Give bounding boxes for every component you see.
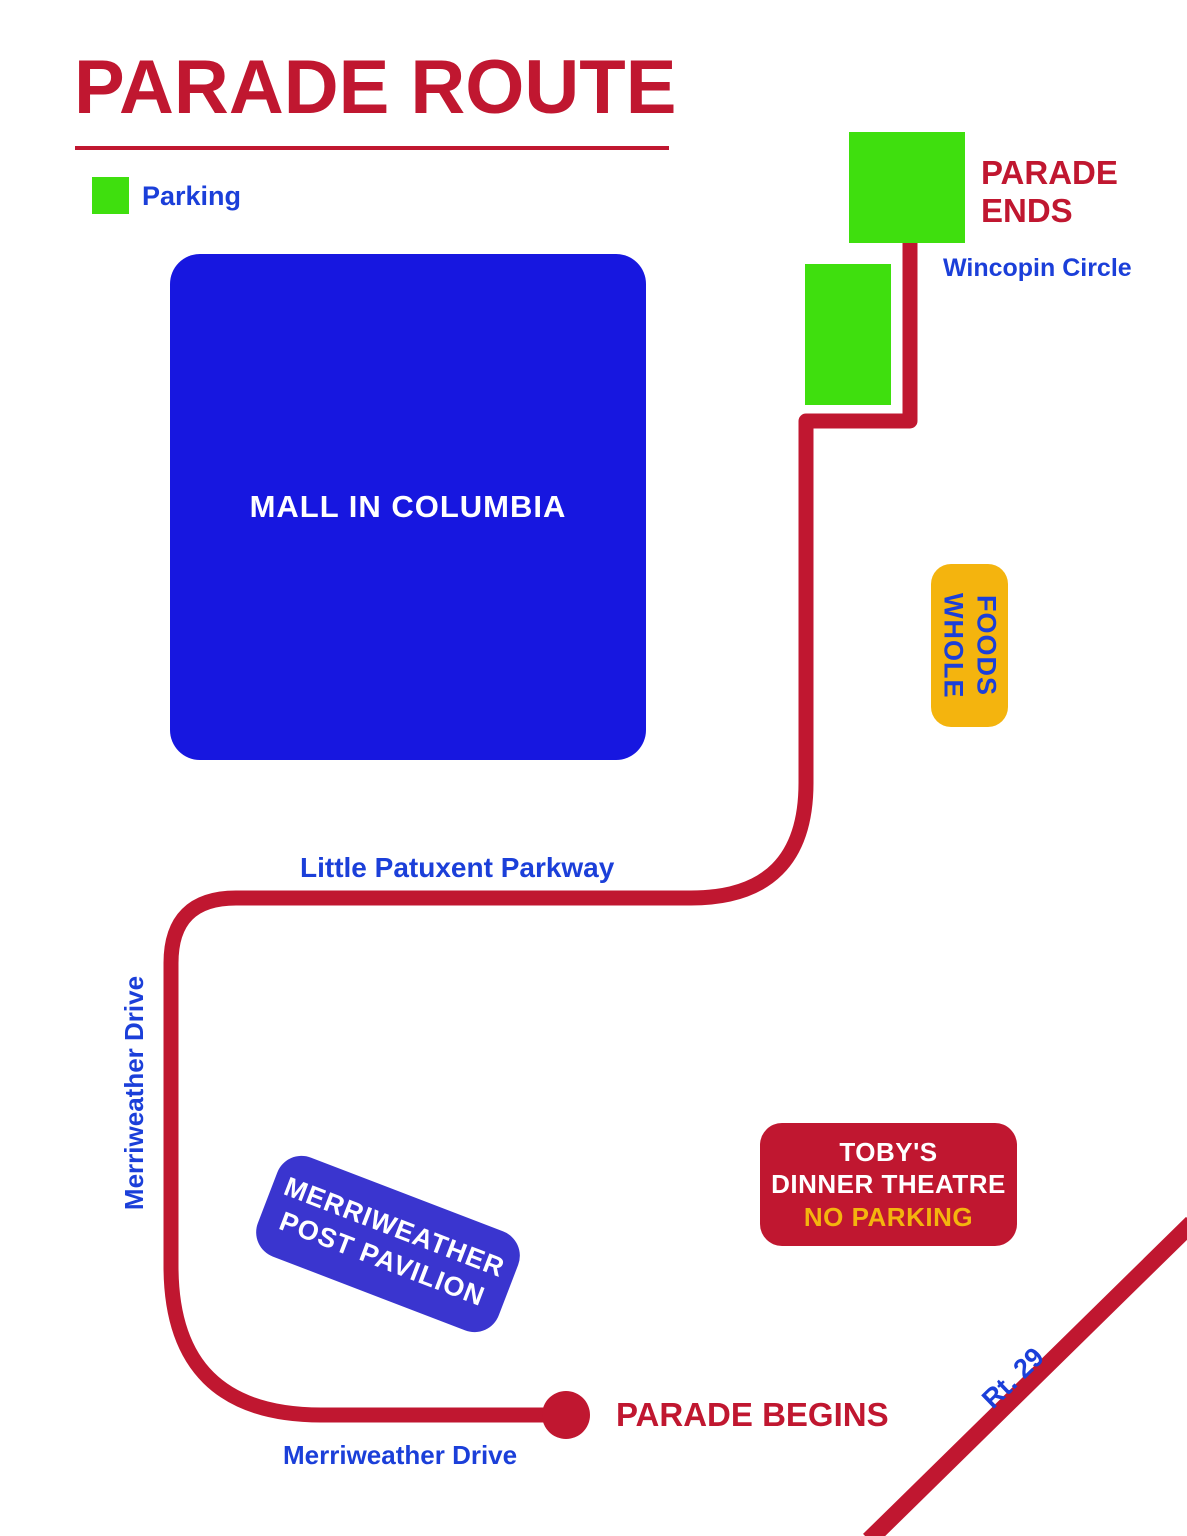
mall-label: MALL IN COLUMBIA bbox=[249, 489, 567, 524]
parking-legend-label: Parking bbox=[142, 181, 242, 211]
title-underline bbox=[75, 146, 669, 150]
tobys-no-parking-label: NO PARKING bbox=[803, 1201, 974, 1232]
wincopin-circle-label: Wincopin Circle bbox=[943, 254, 1132, 282]
rt29-road bbox=[863, 1216, 1187, 1536]
parade-begins-label: PARADE BEGINS bbox=[616, 1396, 889, 1433]
parking-area-south bbox=[805, 264, 891, 405]
tobys-label-line1: TOBY'S bbox=[839, 1136, 938, 1167]
whole-foods-label-line2: FOODS bbox=[971, 594, 1002, 696]
whole-foods-area: WHOLE FOODS bbox=[931, 564, 1008, 727]
merriweather-drive-bottom-label: Merriweather Drive bbox=[283, 1440, 518, 1470]
page-title: PARADE ROUTE bbox=[74, 45, 677, 130]
tobys-dinner-theatre-area: TOBY'S DINNER THEATRE NO PARKING bbox=[760, 1123, 1017, 1246]
parking-legend-swatch bbox=[92, 177, 129, 214]
merriweather-drive-vertical-label: Merriweather Drive bbox=[119, 975, 149, 1211]
whole-foods-label-line1: WHOLE bbox=[938, 592, 969, 699]
little-patuxent-parkway-label: Little Patuxent Parkway bbox=[300, 852, 615, 883]
parade-route-path bbox=[163, 197, 918, 1423]
mall-in-columbia-area: MALL IN COLUMBIA bbox=[170, 254, 646, 760]
parade-begins-dot bbox=[542, 1391, 590, 1439]
tobys-label-line2: DINNER THEATRE bbox=[771, 1169, 1006, 1200]
parking-area-north bbox=[849, 132, 965, 243]
parade-ends-label: PARADE ENDS bbox=[981, 154, 1118, 229]
